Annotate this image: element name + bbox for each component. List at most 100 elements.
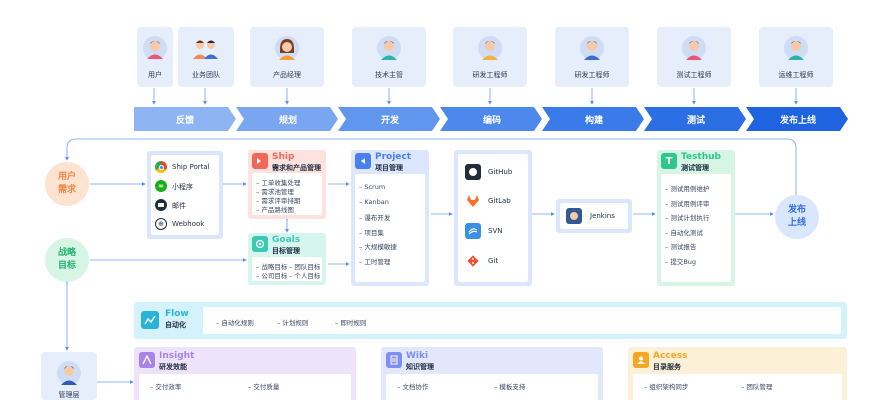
access-icon	[633, 352, 649, 368]
phase-chevron-bar	[134, 107, 848, 131]
testhub-title: Testhub	[681, 152, 721, 162]
ship-icon	[252, 153, 268, 169]
phase-label: 构建	[584, 115, 603, 126]
wiki-subtitle: 知识管理	[406, 363, 434, 371]
gitlab-icon	[465, 193, 481, 209]
ship-inner	[252, 173, 322, 215]
mini-program-icon: ∞	[155, 180, 167, 192]
phase-label: 规划	[278, 115, 297, 126]
testhub-item: – 测试计划执行	[665, 214, 710, 222]
flow-item: – 自动化规则	[216, 319, 254, 327]
access-title: Access	[653, 351, 688, 361]
integration-mail[interactable]: 邮件	[172, 202, 186, 210]
ci-jenkins[interactable]: Jenkins	[590, 212, 615, 220]
dev-engineer-avatar-icon	[580, 36, 604, 60]
goals-item: – 团队目标	[289, 263, 321, 271]
integration-ship-portal[interactable]: Ship Portal	[172, 163, 210, 171]
scm-github[interactable]: GitHub	[488, 168, 513, 176]
phase-label: 发布上线	[779, 115, 816, 126]
scm-svn[interactable]: SVN	[488, 227, 503, 235]
role-card-dev-engineer-2: 研发工程师	[555, 27, 629, 87]
testhub-inner	[661, 174, 731, 282]
insight-title: Insight	[159, 351, 195, 361]
strategy-circle: 战略 目标	[45, 238, 89, 282]
access-item: – 团队管理	[741, 383, 773, 391]
project-item: – 项目集	[359, 229, 384, 237]
ship-item: – 需求池管理	[256, 188, 294, 196]
phase-chevron-build	[542, 107, 644, 131]
jenkins-icon	[566, 208, 582, 224]
ship-item: – 工单收集处理	[256, 179, 301, 187]
access-subtitle: 目录服务	[653, 363, 681, 371]
wiki-inner	[386, 374, 598, 400]
testhub-item: – 测试用例评审	[665, 200, 710, 208]
project-inner	[355, 174, 425, 282]
role-label: 用户	[148, 71, 162, 79]
phase-label: 编码	[482, 115, 501, 126]
scm-gitlab[interactable]: GitLab	[488, 197, 511, 205]
testhub-item: – 测试用例维护	[665, 185, 710, 193]
tech-lead-avatar-icon	[377, 36, 401, 60]
role-card-ops-engineer: 运维工程师	[759, 27, 833, 87]
integration-webhook[interactable]: Webhook	[172, 220, 205, 228]
phase-chevron-test	[644, 107, 746, 131]
phase-chevron-feedback	[134, 107, 236, 131]
project-item: – 瀑布开发	[359, 214, 391, 222]
flow-inner	[203, 307, 841, 334]
mail-icon	[155, 199, 167, 211]
flow-icon	[141, 311, 159, 329]
phase-chevron-release	[746, 107, 848, 131]
goals-item: – 个人目标	[289, 272, 321, 280]
ship-item: – 产品路线图	[256, 206, 294, 214]
role-card-user: 用户	[137, 27, 173, 87]
role-card-business-team: 业务团队	[178, 27, 234, 87]
role-label: 测试工程师	[676, 71, 712, 79]
goals-title: Goals	[272, 235, 301, 245]
scm-git[interactable]: Git	[488, 257, 499, 265]
strategy-label: 战略 目标	[57, 248, 76, 271]
goals-item: – 战略目标	[256, 263, 288, 271]
role-label: 管理层	[58, 391, 80, 399]
role-label: 研发工程师	[472, 71, 508, 79]
flow-title: Flow	[165, 309, 189, 319]
wiki-title: Wiki	[406, 351, 429, 361]
testhub-icon: T	[661, 153, 677, 169]
svn-icon	[465, 223, 481, 239]
dev-engineer-avatar-icon	[478, 36, 502, 60]
access-item: – 组织架构同步	[644, 383, 689, 391]
project-item: – Scrum	[359, 183, 386, 191]
project-title: Project	[375, 152, 412, 162]
project-icon	[355, 153, 371, 169]
role-card-test-engineer: 测试工程师	[657, 27, 731, 87]
phase-label: 反馈	[175, 115, 194, 126]
role-card-management: 管理层	[41, 352, 97, 400]
insight-icon	[139, 352, 155, 368]
project-subtitle: 项目管理	[375, 164, 403, 172]
user-demand-label: 用户 需求	[57, 172, 76, 195]
release-label: 发布 上线	[787, 205, 806, 228]
wiki-item: – 文档协作	[397, 383, 429, 391]
insight-inner	[139, 374, 351, 400]
git-icon	[465, 253, 481, 269]
ship-subtitle: 需求和产品管理	[272, 164, 321, 172]
goals-icon	[252, 236, 268, 252]
role-label: 运维工程师	[778, 71, 814, 79]
phase-chevron-planning	[236, 107, 338, 131]
flow-item: – 计划规则	[277, 319, 309, 327]
flow-subtitle: 自动化	[165, 321, 186, 329]
role-label: 业务团队	[192, 71, 220, 79]
ops-engineer-avatar-icon	[784, 36, 808, 60]
chrome-icon	[155, 161, 167, 173]
testhub-subtitle: 测试管理	[681, 164, 709, 172]
insight-item: – 交付效率	[150, 383, 182, 391]
management-avatar-icon	[57, 361, 81, 385]
role-label: 产品经理	[273, 71, 301, 79]
webhook-icon: ⊕	[155, 218, 167, 230]
test-engineer-avatar-icon	[682, 36, 706, 60]
integration-mini-program[interactable]: 小程序	[172, 183, 193, 191]
access-inner	[633, 374, 842, 400]
product-manager-avatar-icon	[275, 36, 299, 60]
release-circle: 发布 上线	[775, 195, 819, 239]
user-demand-circle: 用户 需求	[45, 162, 89, 206]
